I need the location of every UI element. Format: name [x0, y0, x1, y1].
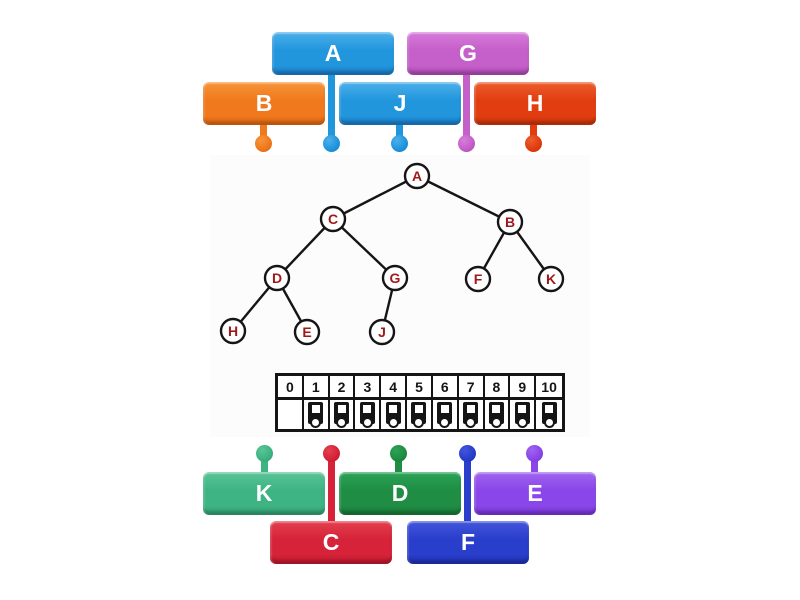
answer-slot-icon[interactable]	[334, 402, 350, 428]
answer-slot-icon[interactable]	[514, 402, 530, 428]
answer-slot-icon[interactable]	[488, 402, 504, 428]
array-index-header-1: 1	[303, 376, 330, 400]
tree-node-J	[368, 318, 396, 346]
array-index-header-3: 3	[355, 376, 382, 400]
tree-node-A	[403, 162, 431, 190]
tree-node-E	[293, 318, 321, 346]
label-letter: G	[459, 40, 477, 66]
draggable-label-f[interactable]: F	[407, 521, 529, 564]
tree-node-letter-G: G	[390, 270, 401, 286]
label-letter: D	[391, 480, 409, 506]
answer-slot-icon[interactable]	[308, 402, 324, 428]
tree-node-letter-B: B	[505, 214, 515, 230]
array-index-header-4: 4	[381, 376, 408, 400]
label-g-pin-stem	[463, 72, 470, 144]
label-e-pin-dot	[526, 445, 543, 462]
array-cell-1	[304, 400, 330, 429]
label-f-pin-stem	[464, 454, 471, 524]
answer-slot-icon[interactable]	[437, 402, 453, 428]
label-a-pin-dot	[323, 135, 340, 152]
array-cell-3	[355, 400, 382, 429]
array-index-header-0: 0	[278, 376, 304, 400]
tree-node-letter-D: D	[272, 270, 282, 286]
answer-slot-icon[interactable]	[463, 402, 479, 428]
label-c-pin-dot	[323, 445, 340, 462]
label-letter: H	[526, 90, 544, 116]
label-k-pin-stem	[261, 454, 268, 474]
tree-node-K	[537, 265, 565, 293]
label-letter: B	[255, 90, 273, 116]
answer-slot-icon[interactable]	[541, 402, 557, 428]
answer-slot-icon[interactable]	[385, 402, 401, 428]
array-index-header-7: 7	[458, 376, 485, 400]
draggable-label-e[interactable]: E	[474, 472, 596, 515]
label-g-pin-dot	[458, 135, 475, 152]
label-j-pin-dot	[391, 135, 408, 152]
array-index-header-6: 6	[432, 376, 459, 400]
tree-node-letter-F: F	[474, 271, 483, 287]
label-letter: A	[324, 40, 342, 66]
array-cell-6	[433, 400, 459, 429]
label-letter: F	[460, 529, 476, 555]
tree-node-letter-J: J	[378, 324, 386, 340]
tree-node-letter-C: C	[328, 211, 338, 227]
label-b-pin-stem	[260, 122, 267, 144]
label-b-pin-dot	[255, 135, 272, 152]
label-c-pin-stem	[328, 454, 335, 524]
label-letter: E	[527, 480, 543, 506]
label-letter: J	[393, 90, 407, 116]
label-letter: C	[322, 529, 340, 555]
label-d-pin-stem	[395, 454, 402, 474]
tree-edge-A-C	[332, 174, 418, 221]
label-a-pin-stem	[328, 72, 335, 144]
draggable-label-h[interactable]: H	[474, 82, 596, 125]
array-index-header-2: 2	[329, 376, 356, 400]
tree-node-B	[496, 208, 524, 236]
tree-node-D	[263, 264, 291, 292]
label-f-pin-dot	[459, 445, 476, 462]
tree-node-F	[464, 265, 492, 293]
array-cell-8	[485, 400, 511, 429]
binary-tree: A C B D G F K H E J	[219, 162, 565, 346]
tree-node-H	[219, 317, 247, 345]
draggable-label-k[interactable]: K	[203, 472, 325, 515]
label-j-pin-stem	[396, 122, 403, 144]
array-cell-7	[459, 400, 485, 429]
label-d-pin-dot	[390, 445, 407, 462]
draggable-label-g[interactable]: G	[407, 32, 529, 75]
label-h-pin-stem	[530, 122, 537, 144]
tree-node-letter-A: A	[412, 168, 422, 184]
draggable-label-a[interactable]: A	[272, 32, 394, 75]
draggable-label-d[interactable]: D	[339, 472, 461, 515]
tree-node-letter-E: E	[302, 324, 311, 340]
label-letter: K	[255, 480, 273, 506]
array-index-header-10: 10	[536, 376, 562, 400]
draggable-label-j[interactable]: J	[339, 82, 461, 125]
tree-edge-C-D	[276, 218, 334, 279]
array-cell-9	[510, 400, 537, 429]
array-index-header-5: 5	[407, 376, 433, 400]
tree-edge-C-G	[332, 218, 396, 279]
tree-node-letter-K: K	[546, 271, 556, 287]
array-cell-10	[536, 400, 562, 429]
array-cell-5	[407, 400, 433, 429]
array-index-header-9: 9	[510, 376, 537, 400]
label-k-pin-dot	[256, 445, 273, 462]
array-cell-0	[278, 400, 304, 429]
tree-node-G	[381, 264, 409, 292]
tree-edge-A-B	[416, 174, 511, 224]
tree-node-C	[319, 205, 347, 233]
label-h-pin-dot	[525, 135, 542, 152]
array-index-header-8: 8	[484, 376, 511, 400]
draggable-label-b[interactable]: B	[203, 82, 325, 125]
tree-node-letter-H: H	[228, 323, 238, 339]
answer-slot-icon[interactable]	[411, 402, 427, 428]
draggable-label-c[interactable]: C	[270, 521, 392, 564]
array-cell-2	[330, 400, 356, 429]
answer-slot-icon[interactable]	[359, 402, 375, 428]
label-e-pin-stem	[531, 454, 538, 474]
array-cell-4	[381, 400, 408, 429]
